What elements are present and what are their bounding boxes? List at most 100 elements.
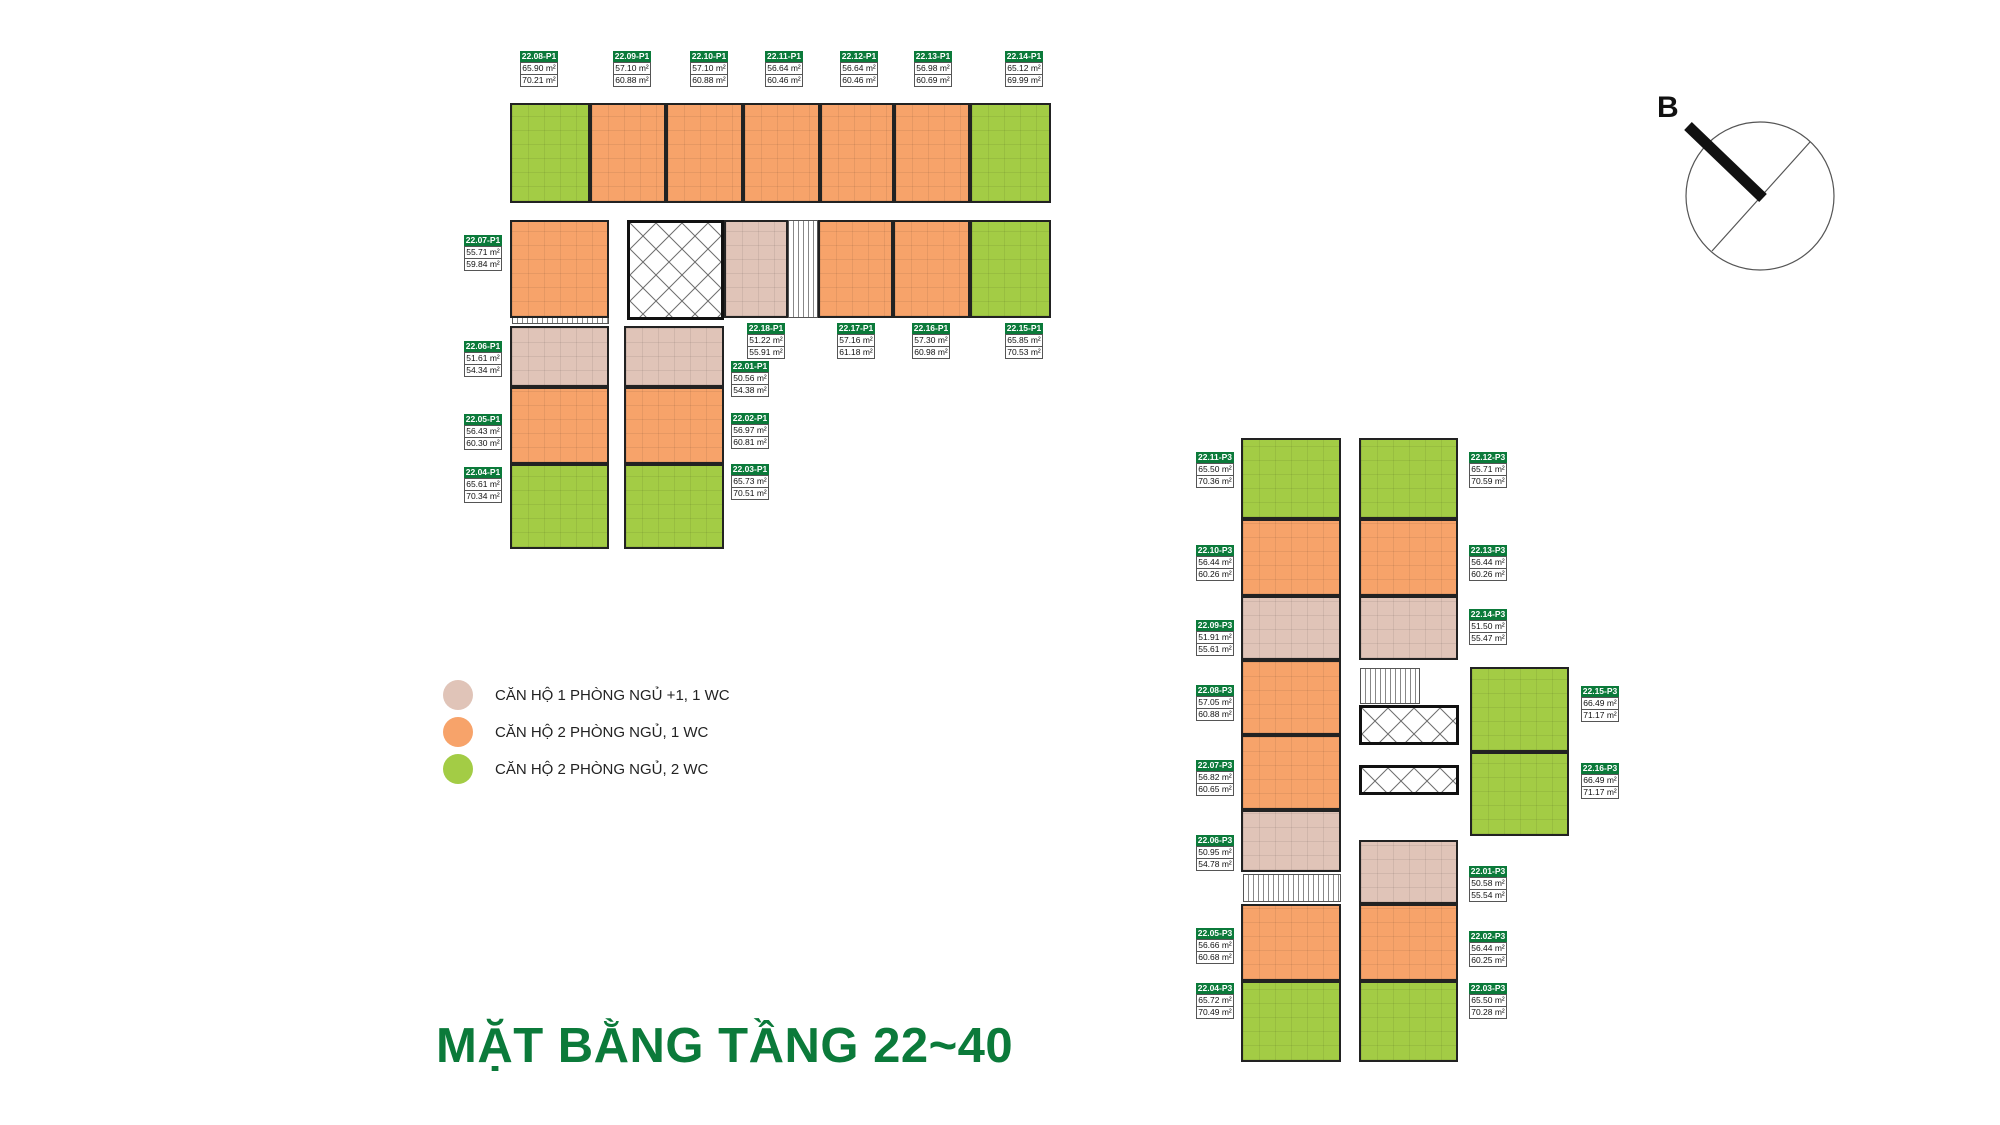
apartment-unit[interactable] xyxy=(624,464,724,549)
apartment-unit[interactable] xyxy=(1241,735,1341,810)
unit-code: 22.07-P3 xyxy=(1196,760,1234,771)
unit-net-area: 65.73 m² xyxy=(731,475,769,488)
apartment-unit[interactable] xyxy=(510,387,609,464)
apartment-unit[interactable] xyxy=(510,103,590,203)
unit-net-area: 56.98 m² xyxy=(914,62,952,75)
unit-gross-area: 70.34 m² xyxy=(464,491,502,503)
apartment-unit[interactable] xyxy=(1241,438,1341,519)
unit-gross-area: 55.61 m² xyxy=(1196,644,1234,656)
unit-code: 22.07-P1 xyxy=(464,235,502,246)
unit-code: 22.05-P3 xyxy=(1196,928,1234,939)
unit-net-area: 65.71 m² xyxy=(1469,463,1507,476)
compass-label: B xyxy=(1657,91,1679,124)
apartment-unit[interactable] xyxy=(510,326,609,387)
apartment-unit[interactable] xyxy=(1359,981,1458,1062)
apartment-unit[interactable] xyxy=(818,220,893,318)
unit-gross-area: 54.78 m² xyxy=(1196,859,1234,871)
apartment-unit[interactable] xyxy=(624,326,724,387)
unit-gross-area: 71.17 m² xyxy=(1581,710,1619,722)
apartment-unit[interactable] xyxy=(1359,596,1458,660)
apartment-unit[interactable] xyxy=(1359,438,1458,519)
unit-code: 22.10-P1 xyxy=(690,51,728,62)
elevator-core xyxy=(627,220,724,320)
apartment-unit[interactable] xyxy=(1470,667,1569,752)
unit-gross-area: 55.91 m² xyxy=(747,347,785,359)
unit-code: 22.13-P1 xyxy=(914,51,952,62)
apartment-unit[interactable] xyxy=(1241,810,1341,872)
apartment-unit[interactable] xyxy=(820,103,894,203)
apartment-unit[interactable] xyxy=(510,464,609,549)
unit-code: 22.04-P3 xyxy=(1196,983,1234,994)
unit-gross-area: 55.47 m² xyxy=(1469,633,1507,645)
unit-net-area: 56.43 m² xyxy=(464,425,502,438)
unit-code: 22.11-P3 xyxy=(1196,452,1234,463)
legend-label: CĂN HỘ 1 PHÒNG NGỦ +1, 1 WC xyxy=(495,686,730,704)
apartment-unit[interactable] xyxy=(1359,840,1458,904)
unit-gross-area: 70.21 m² xyxy=(520,75,558,87)
unit-net-area: 55.71 m² xyxy=(464,246,502,259)
unit-net-area: 56.44 m² xyxy=(1196,556,1234,569)
compass-circle xyxy=(1685,121,1835,271)
unit-gross-area: 60.30 m² xyxy=(464,438,502,450)
unit-net-area: 57.16 m² xyxy=(837,334,875,347)
unit-gross-area: 70.49 m² xyxy=(1196,1007,1234,1019)
stairwell xyxy=(1243,874,1341,902)
apartment-unit[interactable] xyxy=(893,220,970,318)
apartment-unit[interactable] xyxy=(894,103,970,203)
unit-net-area: 57.10 m² xyxy=(613,62,651,75)
apartment-unit[interactable] xyxy=(743,103,820,203)
legend-swatch xyxy=(443,680,473,710)
unit-gross-area: 60.65 m² xyxy=(1196,784,1234,796)
unit-code: 22.05-P1 xyxy=(464,414,502,425)
apartment-unit[interactable] xyxy=(1470,752,1569,836)
unit-net-area: 65.90 m² xyxy=(520,62,558,75)
apartment-unit[interactable] xyxy=(1241,596,1341,660)
apartment-unit[interactable] xyxy=(970,220,1051,318)
apartment-unit[interactable] xyxy=(1359,519,1458,596)
unit-code: 22.08-P1 xyxy=(520,51,558,62)
unit-code: 22.03-P1 xyxy=(731,464,769,475)
unit-net-area: 56.97 m² xyxy=(731,424,769,437)
unit-code: 22.16-P3 xyxy=(1581,763,1619,774)
unit-gross-area: 55.54 m² xyxy=(1469,890,1507,902)
apartment-unit[interactable] xyxy=(1241,904,1341,981)
legend-swatch xyxy=(443,754,473,784)
apartment-unit[interactable] xyxy=(1359,904,1458,981)
unit-gross-area: 70.36 m² xyxy=(1196,476,1234,488)
unit-gross-area: 70.51 m² xyxy=(731,488,769,500)
stairwell xyxy=(1360,668,1420,704)
apartment-unit[interactable] xyxy=(590,103,666,203)
apartment-unit[interactable] xyxy=(970,103,1051,203)
unit-net-area: 66.49 m² xyxy=(1581,697,1619,710)
unit-gross-area: 54.38 m² xyxy=(731,385,769,397)
unit-code: 22.02-P1 xyxy=(731,413,769,424)
apartment-unit[interactable] xyxy=(624,387,724,464)
apartment-unit[interactable] xyxy=(1241,981,1341,1062)
apartment-unit[interactable] xyxy=(510,220,609,318)
apartment-unit[interactable] xyxy=(666,103,743,203)
unit-gross-area: 60.46 m² xyxy=(840,75,878,87)
apartment-unit[interactable] xyxy=(724,220,788,318)
apartment-unit[interactable] xyxy=(1241,519,1341,596)
legend-item-2br-1wc: CĂN HỘ 2 PHÒNG NGỦ, 1 WC xyxy=(443,717,708,747)
unit-net-area: 50.58 m² xyxy=(1469,877,1507,890)
apartment-unit[interactable] xyxy=(1241,660,1341,735)
